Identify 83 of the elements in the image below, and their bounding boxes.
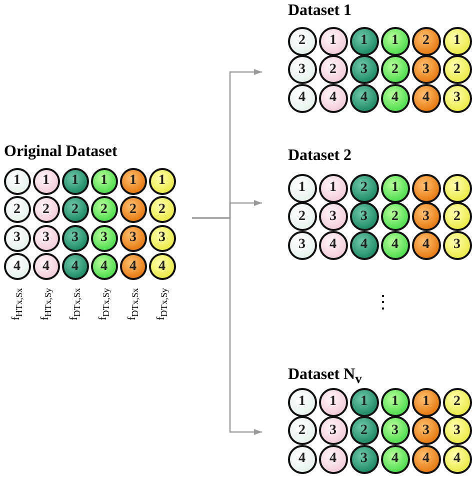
value-circle: 1 (412, 388, 440, 416)
value-circle: 4 (412, 444, 440, 474)
value-circle: 2 (350, 416, 378, 445)
value-circle: 2 (288, 202, 316, 231)
value-circle: 4 (350, 84, 378, 112)
value-circle: 2 (288, 416, 316, 445)
value-circle: 4 (318, 444, 348, 474)
value-circle: 1 (318, 388, 348, 416)
value-circle: 1 (442, 26, 472, 56)
value-circle: 3 (442, 230, 472, 260)
value-circle: 2 (442, 55, 472, 84)
value-circle: 1 (90, 168, 118, 194)
value-circle: 4 (442, 444, 472, 474)
value-circle: 4 (318, 84, 348, 112)
value-circle: 1 (350, 26, 378, 56)
value-circle: 2 (318, 55, 348, 84)
value-circle: 4 (4, 253, 30, 280)
value-circle: 4 (62, 253, 88, 280)
value-circle: 3 (288, 55, 316, 84)
value-circle: 3 (318, 202, 348, 231)
value-circle: 4 (288, 444, 316, 474)
value-circle: 1 (380, 388, 410, 416)
value-circle: 3 (4, 224, 30, 252)
value-circle: 1 (318, 26, 348, 56)
value-circle: 3 (380, 416, 410, 445)
value-circle: 3 (288, 230, 316, 260)
value-circle: 3 (32, 224, 60, 252)
value-circle: 1 (120, 168, 146, 194)
value-circle: 2 (32, 196, 60, 223)
value-circle: 3 (90, 224, 118, 252)
value-circle: 1 (288, 174, 316, 202)
value-circle: 4 (380, 444, 410, 474)
value-circle: 2 (442, 388, 472, 416)
value-circle: 1 (380, 26, 410, 56)
value-circle: 4 (90, 253, 118, 280)
value-circle: 2 (62, 196, 88, 223)
value-circle: 4 (32, 253, 60, 280)
dataset-title: Dataset 2 (288, 147, 352, 165)
value-circle: 4 (350, 230, 378, 260)
value-circle: 3 (318, 416, 348, 445)
value-circle: 3 (412, 202, 440, 231)
value-circle: 1 (62, 168, 88, 194)
value-circle: 4 (380, 230, 410, 260)
value-circle: 4 (120, 253, 146, 280)
value-circle: 1 (412, 174, 440, 202)
value-circle: 3 (442, 84, 472, 112)
value-circle: 4 (288, 84, 316, 112)
value-circle: 1 (4, 168, 30, 194)
value-circle: 3 (148, 224, 176, 252)
dataset-title: Original Dataset (4, 143, 118, 161)
value-circle: 2 (120, 196, 146, 223)
value-circle: 1 (148, 168, 176, 194)
value-circle: 4 (318, 230, 348, 260)
value-circle: 2 (288, 26, 316, 56)
value-circle: 3 (442, 416, 472, 445)
value-circle: 3 (350, 444, 378, 474)
value-circle: 2 (350, 174, 378, 202)
value-circle: 2 (442, 202, 472, 231)
value-circle: 3 (412, 416, 440, 445)
value-circle: 3 (350, 55, 378, 84)
value-circle: 1 (350, 388, 378, 416)
value-circle: 1 (380, 174, 410, 202)
value-circle: 4 (412, 230, 440, 260)
value-circle: 1 (318, 174, 348, 202)
value-circle: 2 (148, 196, 176, 223)
value-circle: 1 (288, 388, 316, 416)
value-circle: 3 (350, 202, 378, 231)
value-circle: 2 (412, 26, 440, 56)
value-circle: 4 (412, 84, 440, 112)
value-circle: 2 (380, 55, 410, 84)
value-circle: 2 (380, 202, 410, 231)
value-circle: 3 (412, 55, 440, 84)
dataset-title: Dataset 1 (288, 2, 352, 20)
value-circle: 2 (90, 196, 118, 223)
value-circle: 4 (148, 253, 176, 280)
value-circle: 1 (442, 174, 472, 202)
dataset-title: Dataset N$_{v}$ (288, 366, 362, 388)
value-circle: 2 (4, 196, 30, 223)
value-circle: 3 (62, 224, 88, 252)
value-circle: 3 (120, 224, 146, 252)
arrow (192, 217, 262, 435)
value-circle: 4 (380, 84, 410, 112)
ellipsis: ⋮ (374, 292, 392, 312)
